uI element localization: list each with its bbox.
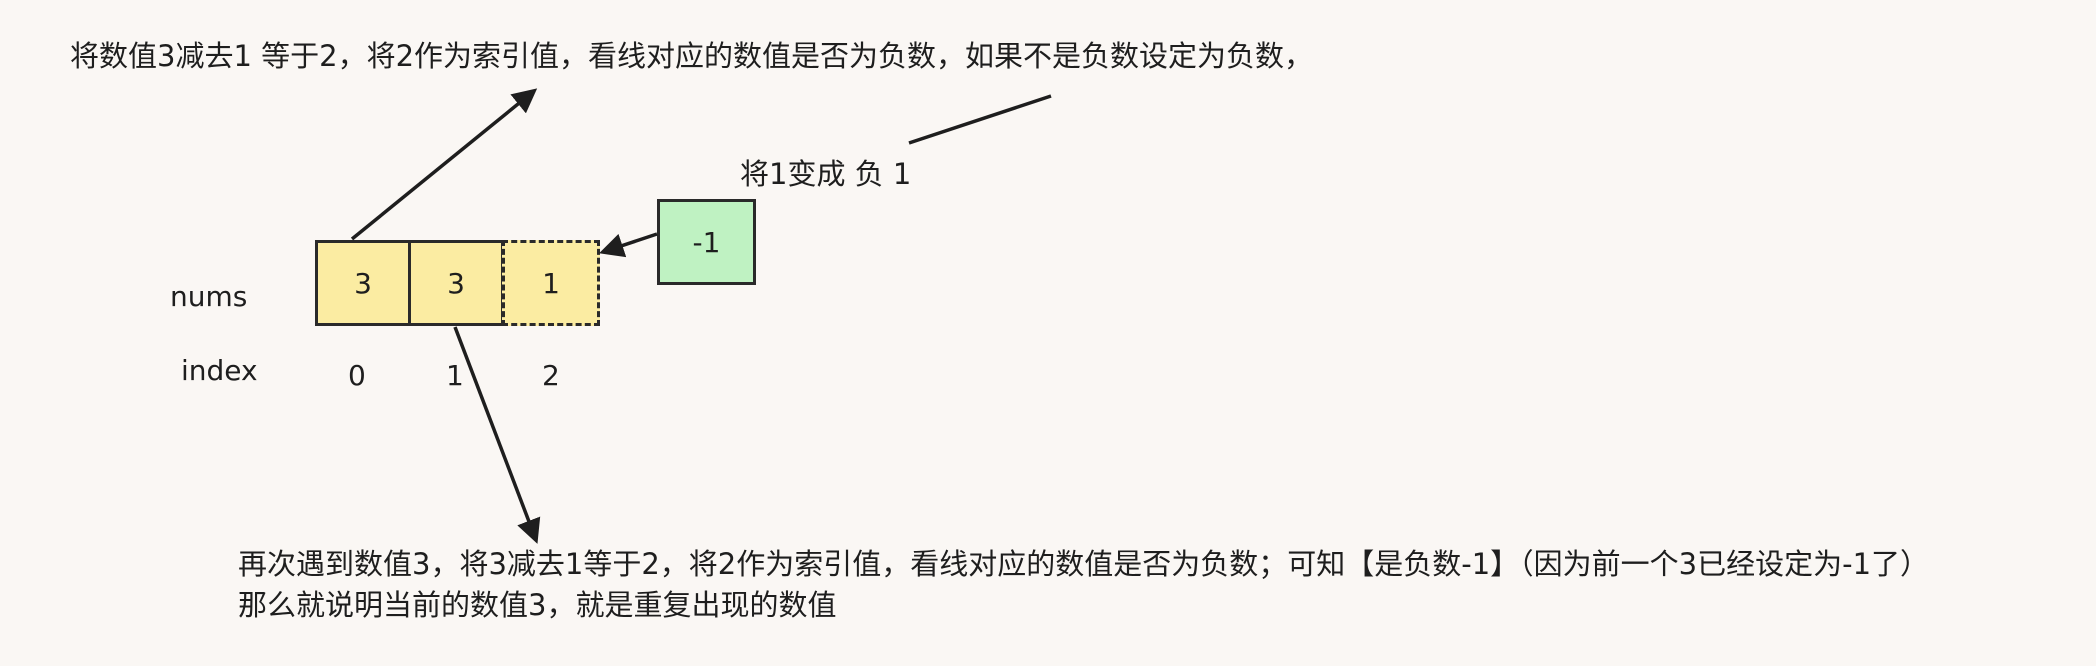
line-from-change-note bbox=[908, 94, 1052, 145]
change-note: 将1变成 负 1 bbox=[740, 157, 912, 191]
nums-label: nums bbox=[170, 280, 248, 313]
arrow-to-top-note bbox=[350, 88, 538, 241]
nums-cell-1: 3 bbox=[408, 240, 504, 326]
nums-cell-2: 1 bbox=[502, 240, 600, 326]
index-0: 0 bbox=[348, 359, 366, 392]
index-label: index bbox=[181, 354, 258, 387]
arrow-to-index-2 bbox=[599, 232, 658, 258]
top-note: 将数值3减去1 等于2，将2作为索引值，看线对应的数值是否为负数，如果不是负数设… bbox=[70, 39, 1314, 73]
new-value-cell: -1 bbox=[657, 199, 756, 285]
bottom-note-line1: 再次遇到数值3，将3减去1等于2，将2作为索引值，看线对应的数值是否为负数；可知… bbox=[238, 547, 1930, 581]
bottom-note-line2: 那么就说明当前的数值3，就是重复出现的数值 bbox=[238, 588, 837, 622]
arrow-to-bottom-note bbox=[453, 326, 541, 544]
index-1: 1 bbox=[446, 359, 464, 392]
index-2: 2 bbox=[542, 359, 560, 392]
